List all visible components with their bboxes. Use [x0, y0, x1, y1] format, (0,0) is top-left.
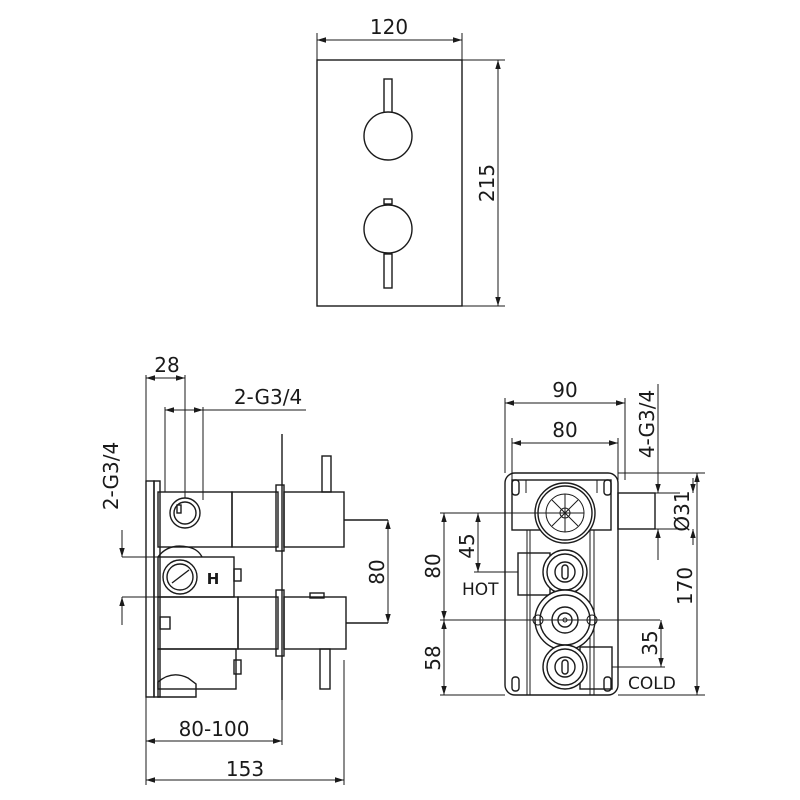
- side-total-depth-label: 153: [226, 757, 264, 781]
- hot-label: HOT: [462, 580, 499, 600]
- rear-mid-offset-label: 80: [421, 553, 445, 578]
- rear-lower-offset-label: 58: [421, 645, 445, 670]
- rear-view: 90 80 4-G3/4 Ø31 170 80 58 45 HOT: [421, 378, 705, 696]
- hot-marker: H: [207, 570, 220, 588]
- front-height-label: 215: [475, 164, 499, 202]
- side-depth-top-label: 28: [154, 353, 179, 377]
- rear-diameter-label: Ø31: [670, 490, 694, 531]
- bottom-handle-knob: [363, 204, 413, 254]
- bottom-handle-lever: [383, 253, 393, 289]
- rear-outer-width-label: 90: [552, 378, 577, 402]
- bottom-handle-nub: [383, 198, 393, 205]
- rear-ports-label: 4-G3/4: [635, 390, 659, 458]
- rear-inner-width-label: 80: [552, 418, 577, 442]
- cold-label: COLD: [628, 674, 676, 694]
- top-handle-lever: [383, 78, 393, 114]
- side-outlet-label: 2-G3/4: [234, 385, 302, 409]
- rear-cold-offset-label: 35: [638, 630, 662, 655]
- side-inlet-label: 2-G3/4: [99, 442, 123, 510]
- rear-height-label: 170: [673, 567, 697, 605]
- mounting-bracket: [504, 472, 619, 696]
- side-wall-depth-label: 80-100: [179, 717, 250, 741]
- side-handle-spacing-label: 80: [365, 559, 389, 584]
- rear-upper-offset-label: 45: [455, 533, 479, 558]
- top-handle-knob: [363, 111, 413, 161]
- faceplate: [316, 59, 463, 307]
- front-width-label: 120: [370, 15, 408, 39]
- front-view: 120 215: [316, 15, 505, 307]
- side-view: H 28 2-G3/4 2-G3/4 80: [99, 353, 391, 785]
